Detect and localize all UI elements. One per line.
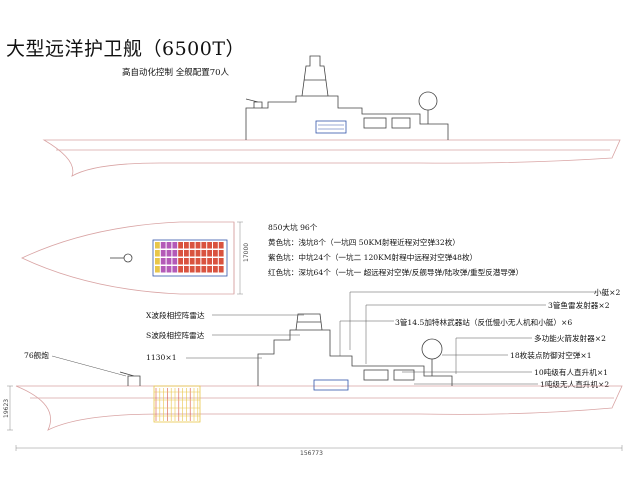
vls-cell: [195, 266, 201, 273]
vls-cell: [195, 242, 201, 249]
top-vls-box: [315, 120, 347, 134]
vls-cell: [184, 266, 189, 273]
label-point-defense: 18枚装点防御对空弹×1: [510, 351, 592, 360]
vls-cell: [218, 258, 224, 265]
vls-cell: [195, 258, 201, 265]
vls-cell: [166, 250, 172, 257]
vls-cutaway: [153, 385, 201, 423]
bottom-vls-box: [313, 379, 349, 391]
vls-note-purple: 紫色坑：中坑24个（一坑二 120KM射程中远程对空弹48枚）: [268, 253, 478, 262]
vls-cell: [218, 242, 224, 249]
vls-cell: [166, 266, 172, 273]
label-rocket-launcher: 多功能火箭发射器×2: [534, 334, 606, 343]
vls-cell: [178, 250, 183, 257]
vls-cell: [155, 242, 160, 249]
vls-cell: [195, 250, 201, 257]
bottom-radar-dome: [421, 338, 443, 360]
vls-cell: [189, 250, 195, 257]
vls-cell: [213, 250, 218, 257]
dim-height: 19623: [3, 399, 10, 418]
dim-length: 156773: [300, 450, 323, 457]
bottom-gun: [119, 371, 141, 386]
label-x-band-radar: X波段相控阵雷达: [146, 311, 205, 320]
page-subtitle: 高自动化控制 全舰配置70人: [122, 68, 230, 78]
vls-cell: [172, 242, 178, 249]
vls-cell: [160, 250, 166, 257]
vls-cell: [218, 266, 224, 273]
top-hull: [42, 139, 621, 177]
vls-cell: [178, 258, 183, 265]
vls-cell: [189, 258, 195, 265]
vls-cell: [184, 242, 189, 249]
vls-cell: [207, 266, 212, 273]
top-superstructure: [245, 95, 449, 140]
label-torpedo-launcher: 3管鱼雷发射器×2: [548, 301, 610, 310]
vls-cell: [218, 250, 224, 257]
plan-view: [21, 221, 243, 295]
vls-cell: [189, 242, 195, 249]
vls-cell: [201, 258, 207, 265]
vls-cell: [207, 250, 212, 257]
bottom-side-profile: [15, 313, 623, 431]
vls-cell: [201, 250, 207, 257]
vls-cell: [213, 242, 218, 249]
vls-cell-grid: [155, 242, 224, 273]
vls-cell: [166, 258, 172, 265]
vls-cell: [184, 250, 189, 257]
page-title: 大型远洋护卫舰（6500T）: [6, 38, 246, 60]
label-ciws: 1130×1: [146, 353, 177, 362]
vls-cell: [166, 242, 172, 249]
plan-vls-outline: [152, 239, 228, 277]
vls-cell: [201, 266, 207, 273]
dimension-lines: [7, 385, 623, 451]
top-radar-dome: [418, 91, 438, 111]
vls-cell: [207, 258, 212, 265]
vls-note-yellow: 黄色坑：浅坑8个（一坑四 50KM射程近程对空弹32枚）: [268, 238, 460, 247]
top-side-profile: [42, 55, 621, 177]
vls-cell: [201, 242, 207, 249]
label-76-gun: 76舰炮: [24, 351, 49, 360]
vls-cell: [155, 258, 160, 265]
label-gatling-station: 3管14.5加特林武器站（反低慢小无人机和小艇）×6: [395, 318, 573, 327]
vls-cell: [207, 242, 212, 249]
bottom-hull: [15, 385, 623, 431]
top-mast: [301, 55, 329, 97]
label-s-band-radar: S波段相控阵雷达: [146, 331, 205, 340]
vls-cell: [155, 250, 160, 257]
vls-cell: [155, 266, 160, 273]
vls-cell: [189, 266, 195, 273]
vls-cell: [160, 258, 166, 265]
dim-beam: 17000: [243, 243, 250, 262]
bottom-superstructure: [257, 329, 453, 386]
vls-cell: [172, 250, 178, 257]
vls-cell: [172, 266, 178, 273]
vls-cell: [160, 242, 166, 249]
vls-cell: [213, 266, 218, 273]
vls-cell: [160, 266, 166, 273]
plan-gun: [123, 253, 133, 263]
label-manned-helicopter: 10吨级有人直升机×1: [534, 368, 609, 377]
leader-lines: [51, 291, 598, 385]
vls-cell: [172, 258, 178, 265]
vls-note-red: 红色坑：深坑64个（一坑一 超远程对空弹/反舰导弹/陆攻弹/重型反潜导弹）: [268, 268, 524, 277]
label-unmanned-helicopter: 1吨级无人直升机×2: [540, 380, 610, 389]
vls-cell: [178, 266, 183, 273]
vls-cell: [178, 242, 183, 249]
vls-cell: [184, 258, 189, 265]
top-gun: [245, 98, 263, 108]
label-small-boat: 小艇×2: [594, 288, 621, 297]
vls-note-total: 850大坑 96个: [268, 223, 318, 232]
vls-cell: [213, 258, 218, 265]
